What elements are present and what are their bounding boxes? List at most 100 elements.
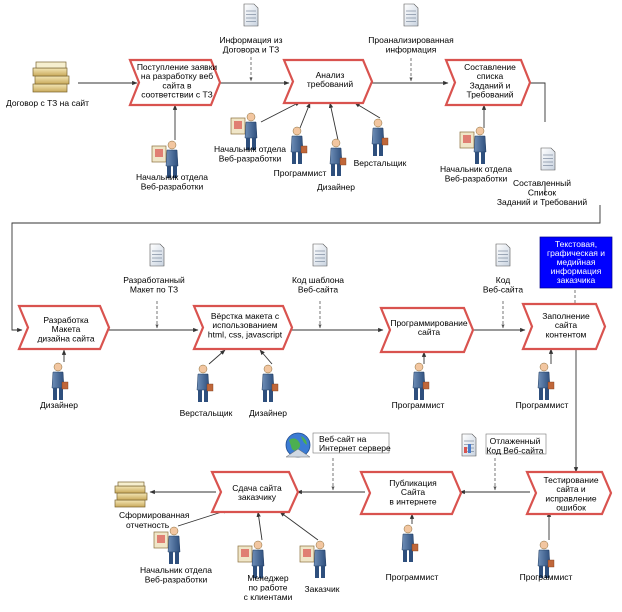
process-label: html, css, javascript (208, 329, 283, 339)
role-label: по работе (248, 583, 287, 593)
person-icon: Дизайнер (249, 364, 287, 418)
process-label: Сайта (401, 487, 426, 497)
process-chevron (128, 58, 222, 107)
process-chevron (192, 304, 294, 351)
process-label: на разработку веб (141, 71, 213, 81)
person-icon: Программист (520, 540, 573, 582)
person-head (331, 138, 341, 148)
person-icon: Программист (274, 126, 327, 178)
person-head (373, 118, 383, 128)
document-label: Составленный (513, 178, 571, 188)
role-label: Веб-разработки (145, 575, 208, 585)
role-label: Программист (274, 168, 327, 178)
person-head (539, 540, 549, 550)
person-head (263, 364, 273, 374)
process-label: Поступление заявки (137, 62, 218, 72)
process-label: Программирование (390, 318, 468, 328)
process-label: Вёрстка макета с (211, 311, 280, 321)
client-info-label: Текстовая, (555, 239, 597, 249)
role-label: Дизайнер (317, 182, 355, 192)
document-label: Информация из (219, 35, 282, 45)
process-label: Заданий и (470, 80, 511, 90)
web-resource-label: Интернет сервере (319, 443, 391, 453)
person-head (198, 364, 208, 374)
process-label: Заполнение (542, 311, 590, 321)
client-info-box (539, 236, 613, 289)
client-info-label: медийная (557, 257, 596, 267)
person-head (246, 112, 256, 122)
role-label: Начальник отдела (136, 172, 208, 182)
person-icon: Программист (386, 524, 438, 582)
process-label: Анализ (316, 70, 345, 80)
document-flows (155, 57, 577, 491)
process-label: исправление (545, 493, 597, 503)
globe-icon (285, 432, 311, 458)
process-label: соответствии с ТЗ (141, 90, 213, 100)
process-label: контентом (546, 329, 587, 339)
document-label: Договора и ТЗ (223, 45, 280, 55)
person-icon: Заказчик (299, 540, 340, 594)
web-resource-box (312, 432, 390, 454)
document-label: Проанализированная (368, 35, 454, 45)
process-label: дизайна сайта (37, 333, 94, 343)
person-head (167, 140, 177, 150)
connectors (11, 80, 601, 541)
person-icon: Верстальщик (354, 118, 407, 168)
role-label: Веб-разработки (141, 182, 204, 192)
store-label: Сформированная (119, 510, 190, 520)
process-chevron (379, 306, 475, 354)
document-label: Отлаженный (490, 436, 541, 446)
role-label: с клиентами (244, 592, 293, 602)
person-head (253, 540, 263, 550)
process-label: требований (307, 79, 353, 89)
process-label: сайта и (556, 484, 586, 494)
store-label: отчетность (126, 520, 170, 530)
process-chevron (359, 470, 463, 516)
person-head (292, 126, 302, 136)
role-label: Верстальщик (180, 408, 233, 418)
client-info-label: информация (551, 266, 602, 276)
client-info-label: графическая и (547, 248, 605, 258)
role-label: Веб-разработки (445, 174, 508, 184)
person-icon: Верстальщик (180, 364, 233, 418)
person-head (475, 126, 485, 136)
person-icon: Программист (392, 362, 445, 410)
process-chevron (521, 302, 607, 351)
document-label: Разработанный (123, 275, 185, 285)
document-label: Код (496, 275, 510, 285)
document-label: Код шаблона (292, 275, 344, 285)
role-label: Менеджер (247, 573, 289, 583)
document-label: Заданий и Требований (497, 197, 587, 207)
web-resource-label: Веб-сайт на (319, 434, 367, 444)
person-head (539, 362, 549, 372)
role-label: Веб-разработки (219, 154, 282, 164)
process-label: ошибок (556, 503, 586, 513)
person-head (403, 524, 413, 534)
process-label: использованием (212, 320, 277, 330)
process-label: в интернете (389, 496, 437, 506)
role-label: Начальник отдела (440, 164, 512, 174)
document-stack-icon (114, 481, 148, 508)
person-head (53, 362, 63, 372)
role-label: Начальник отдела (140, 565, 212, 575)
person-icon: Дизайнер (317, 138, 355, 192)
document-label: Код Веб-сайта (486, 446, 543, 456)
role-label: Программист (392, 400, 445, 410)
document-stack-icon (32, 61, 70, 93)
role-label: Программист (520, 572, 573, 582)
client-info-label: заказчика (557, 275, 596, 285)
